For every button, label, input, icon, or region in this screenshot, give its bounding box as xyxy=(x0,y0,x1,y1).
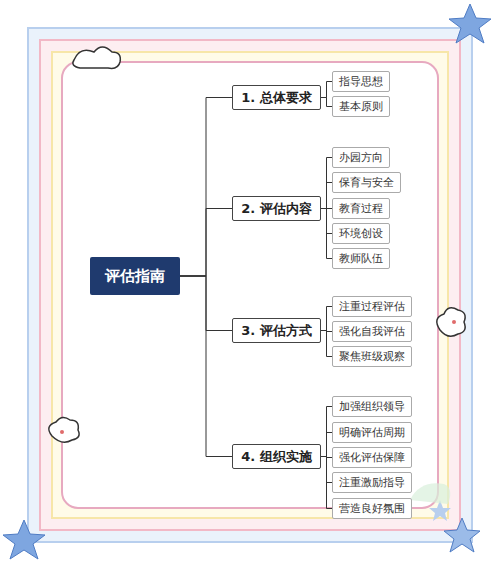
node-label: 1. 总体要求 xyxy=(241,89,312,107)
item-box: 明确评估周期 xyxy=(332,422,412,443)
node-label: 评估指南 xyxy=(105,267,165,286)
category-box: 1. 总体要求 xyxy=(232,85,321,110)
connector xyxy=(180,276,232,457)
item-box: 营造良好氛围 xyxy=(332,498,412,519)
item-box: 加强组织领导 xyxy=(332,396,412,417)
node-label: 3. 评估方式 xyxy=(241,322,312,340)
connector xyxy=(321,407,332,457)
node-label: 强化自我评估 xyxy=(339,324,405,339)
item-box: 指导思想 xyxy=(332,71,390,92)
node-label: 教育过程 xyxy=(339,201,383,216)
node-label: 注重激励指导 xyxy=(339,475,405,490)
node-label: 注重过程评估 xyxy=(339,299,405,314)
root-box: 评估指南 xyxy=(90,257,180,295)
node-label: 环境创设 xyxy=(339,226,383,241)
node-label: 4. 组织实施 xyxy=(241,448,312,466)
connector xyxy=(321,307,332,331)
node-label: 办园方向 xyxy=(339,150,383,165)
item-box: 强化自我评估 xyxy=(332,321,412,342)
node-label: 聚焦班级观察 xyxy=(339,349,405,364)
item-box: 强化评估保障 xyxy=(332,447,412,468)
connector xyxy=(321,98,332,107)
item-box: 环境创设 xyxy=(332,223,390,244)
item-box: 教师队伍 xyxy=(332,248,390,269)
item-box: 聚焦班级观察 xyxy=(332,346,412,367)
category-box: 4. 组织实施 xyxy=(232,444,321,469)
node-label: 营造良好氛围 xyxy=(339,501,405,516)
node-label: 2. 评估内容 xyxy=(241,200,312,218)
item-box: 保育与安全 xyxy=(332,172,401,193)
item-box: 基本原则 xyxy=(332,96,390,117)
node-label: 明确评估周期 xyxy=(339,425,405,440)
connector xyxy=(180,209,232,277)
node-label: 教师队伍 xyxy=(339,251,383,266)
node-label: 强化评估保障 xyxy=(339,450,405,465)
connector xyxy=(321,158,332,209)
item-box: 注重过程评估 xyxy=(332,296,412,317)
category-box: 3. 评估方式 xyxy=(232,318,321,343)
node-label: 指导思想 xyxy=(339,74,383,89)
connector xyxy=(321,433,332,457)
item-box: 注重激励指导 xyxy=(332,472,412,493)
node-label: 基本原则 xyxy=(339,99,383,114)
node-label: 加强组织领导 xyxy=(339,399,405,414)
connector xyxy=(321,331,332,357)
category-box: 2. 评估内容 xyxy=(232,196,321,221)
connector xyxy=(321,209,332,259)
connector xyxy=(321,82,332,98)
connector xyxy=(180,98,232,277)
connector xyxy=(321,183,332,209)
item-box: 办园方向 xyxy=(332,147,390,168)
connector xyxy=(321,457,332,509)
node-label: 保育与安全 xyxy=(339,175,394,190)
item-box: 教育过程 xyxy=(332,198,390,219)
